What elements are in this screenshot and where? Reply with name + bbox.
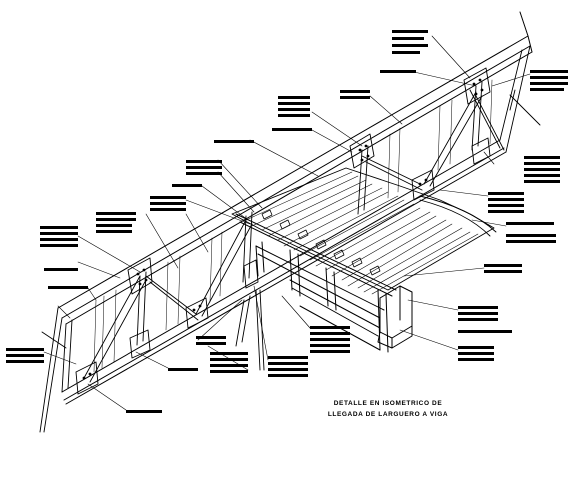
truss-end-frame-right (499, 45, 541, 153)
caption-line-1: DETALLE EN ISOMETRICO DE (333, 400, 443, 407)
caption-line-2: LLEGADA DE LARGUERO A VIGA (327, 411, 449, 418)
cross-beam (235, 213, 413, 353)
callout-notes (6, 30, 568, 413)
deck-clips (261, 209, 381, 276)
truss-web-panels (93, 79, 493, 373)
gusset-plates (75, 67, 491, 395)
truss-diagonals (83, 89, 505, 383)
drawing-caption: DETALLE EN ISOMETRICO DE LLEGADA DE LARG… (318, 398, 458, 420)
truss-top-chord (57, 11, 533, 325)
bolts (82, 78, 484, 380)
bearing-connection (235, 259, 265, 371)
truss-verticals (136, 81, 483, 346)
deck-surface (231, 167, 497, 291)
truss-end-frame-left (39, 307, 73, 433)
leader-lines (43, 35, 531, 411)
